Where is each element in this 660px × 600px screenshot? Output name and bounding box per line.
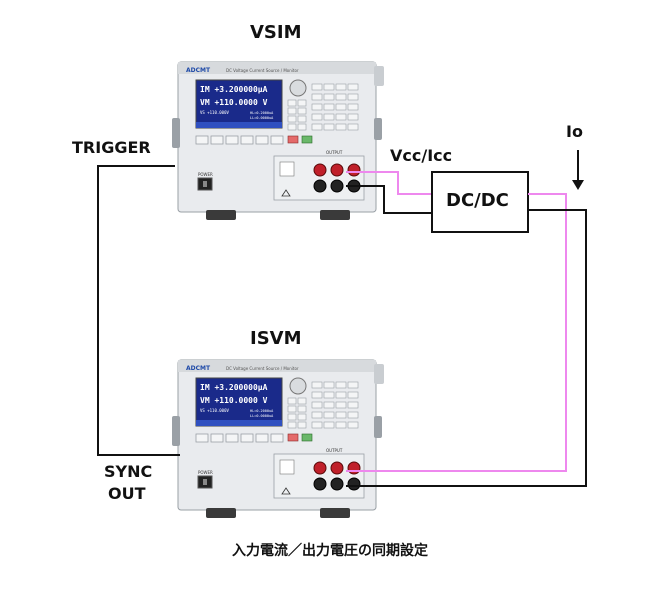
svg-text:IM +3.200000μA: IM +3.200000μA [200,383,268,392]
svg-text:LL=0.0000uA: LL=0.0000uA [250,116,274,120]
svg-text:HL=0.2000uA: HL=0.2000uA [250,111,274,115]
lcd-screen [195,377,283,427]
svg-text:LL=0.0000uA: LL=0.0000uA [250,414,274,418]
io-arrowhead [572,180,584,190]
vsim-label: VSIM [250,22,302,43]
svg-text:VS +110.000V: VS +110.000V [200,408,229,413]
terminal-red-2 [330,163,344,177]
vcc-icc-label: Vcc/Icc [390,146,453,165]
brand-logo: ADCMT [186,67,211,74]
terminal-black-2 [330,179,344,193]
sync-out-label-line2: OUT [108,484,146,503]
rotary-knob [289,79,307,97]
isvm-label: ISVM [250,328,302,349]
vsim-instrument: ADCMT DC Voltage Current Source / Monito… [172,61,384,220]
svg-text:VM +110.0000 V: VM +110.0000 V [200,98,268,107]
terminal-red-1 [313,461,327,475]
isvm-instrument: ADCMT DC Voltage Current Source / Monito… [172,359,384,518]
svg-text:DC Voltage Current Source / Mo: DC Voltage Current Source / Monitor [226,68,299,73]
svg-text:POWER: POWER [198,470,213,475]
vsim-black-wire [346,185,432,214]
svg-text:VM +110.0000 V: VM +110.0000 V [200,396,268,405]
io-label: Io [566,122,583,141]
svg-text:POWER: POWER [198,172,213,177]
rotary-knob [289,377,307,395]
svg-text:IM +3.200000μA: IM +3.200000μA [200,85,268,94]
terminal-panel [273,155,365,201]
terminal-black-2 [330,477,344,491]
terminal-black-1 [313,477,327,491]
terminal-red-2 [330,461,344,475]
terminal-red-1 [313,163,327,177]
svg-text:OUTPUT: OUTPUT [326,448,343,453]
svg-text:HL=0.2000uA: HL=0.2000uA [250,409,274,413]
isvm-black-wire [346,209,587,487]
brand-logo: ADCMT [186,365,211,372]
sync-out-label-line1: SYNC [104,462,153,481]
svg-text:VS +110.000V: VS +110.000V [200,110,229,115]
dcdc-box [431,171,529,233]
svg-text:OUTPUT: OUTPUT [326,150,343,155]
trigger-label: TRIGGER [72,138,151,157]
vsim-pink-wire [346,171,432,195]
figure-caption: 入力電流／出力電圧の同期設定 [232,543,428,559]
svg-text:DC Voltage Current Source / Mo: DC Voltage Current Source / Monitor [226,366,299,371]
trigger-sync-wire [97,165,180,456]
lcd-screen [195,79,283,129]
isvm-pink-wire [346,193,567,472]
terminal-black-1 [313,179,327,193]
dcdc-label: DC/DC [446,190,509,211]
